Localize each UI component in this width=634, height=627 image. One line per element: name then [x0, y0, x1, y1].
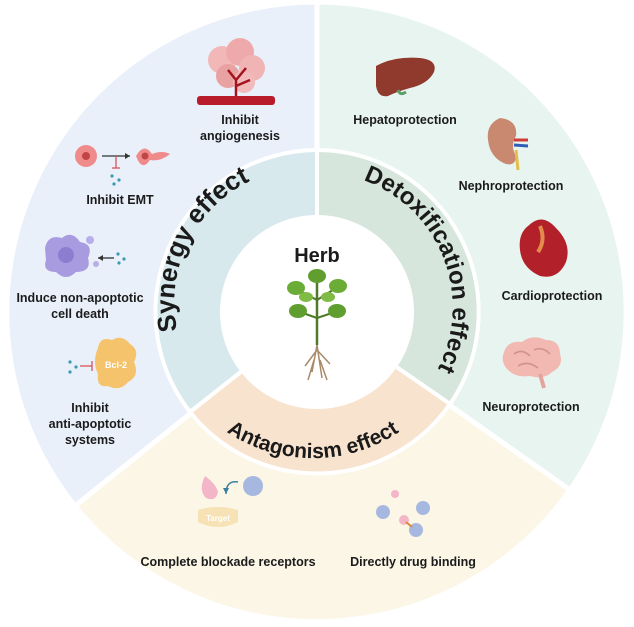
non-apoptotic-label-2: cell death: [51, 307, 109, 321]
hepatoprotection-label: Hepatoprotection: [353, 113, 456, 127]
anti-apoptotic-label-1: Inhibit: [71, 401, 109, 415]
kidney-icon: [487, 118, 529, 171]
complete-blockade-label: Complete blockade receptors: [140, 555, 315, 569]
cell-death-icon: [45, 234, 126, 277]
target-tag: Target: [206, 514, 230, 523]
herb-title: Herb: [294, 245, 340, 267]
cardioprotection-label: Cardioprotection: [502, 289, 603, 303]
nephroprotection-label: Nephroprotection: [459, 179, 564, 193]
liver-icon: [376, 57, 435, 97]
inhibit-angiogenesis-label-1: Inhibit: [221, 113, 259, 127]
herb-plant-icon: [287, 269, 347, 381]
drug-binding-icon: [376, 490, 430, 537]
non-apoptotic-label-1: Induce non-apoptotic: [16, 291, 143, 305]
heart-icon: [519, 219, 568, 277]
bcl2-icon: [68, 337, 137, 389]
emt-icon: [75, 145, 170, 186]
brain-icon: [502, 337, 561, 389]
anti-apoptotic-label-3: systems: [65, 433, 115, 447]
neuroprotection-label: Neuroprotection: [482, 400, 579, 414]
bcl2-tag: Bcl-2: [105, 360, 127, 370]
receptor-blockade-icon: [198, 476, 263, 527]
synergy-outer-sector: [4, 0, 320, 510]
drug-binding-label: Directly drug binding: [350, 555, 476, 569]
inhibit-emt-label: Inhibit EMT: [86, 193, 154, 207]
anti-apoptotic-label-2: anti-apoptotic: [49, 417, 132, 431]
inhibit-angiogenesis-label-2: angiogenesis: [200, 129, 280, 143]
angiogenesis-icon: [197, 38, 275, 105]
